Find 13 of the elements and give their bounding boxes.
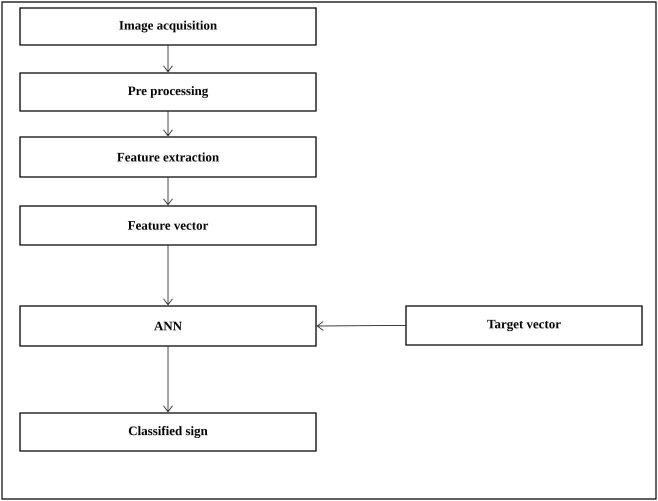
process-box: Target vector: [405, 305, 643, 346]
arrow: [316, 321, 406, 331]
process-box: Feature vector: [19, 205, 317, 246]
arrow: [163, 45, 173, 72]
arrow: [163, 111, 173, 136]
process-box: Image acquisition: [19, 7, 317, 46]
arrow: [163, 346, 173, 412]
process-box: Classified sign: [19, 412, 317, 452]
arrow: [163, 177, 173, 206]
process-box: Pre processing: [19, 72, 317, 112]
process-box: Feature extraction: [19, 136, 317, 178]
process-box: ANN: [19, 305, 317, 347]
arrow: [163, 245, 173, 306]
